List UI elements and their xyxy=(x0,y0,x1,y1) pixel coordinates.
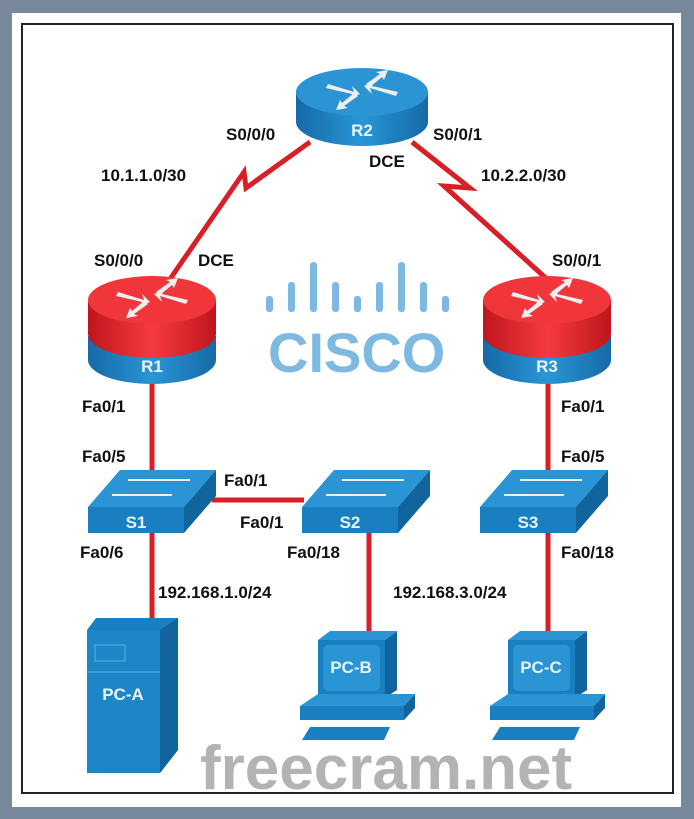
pc-label: PC-C xyxy=(520,658,562,677)
switch-label: S3 xyxy=(518,513,539,532)
router-r1[interactable]: R1 xyxy=(88,276,216,384)
r1-s000-label: S0/0/0 xyxy=(94,251,143,270)
r1-dce-label: DCE xyxy=(198,251,234,270)
s2-fa01-label: Fa0/1 xyxy=(240,513,283,532)
switch-s3[interactable]: S3 xyxy=(480,470,608,533)
r3-s001-label: S0/0/1 xyxy=(552,251,601,270)
pc-label: PC-A xyxy=(102,685,144,704)
s3-fa018-label: Fa0/18 xyxy=(561,543,614,562)
s3-fa05-label: Fa0/5 xyxy=(561,447,604,466)
switch-s1[interactable]: S1 xyxy=(88,470,216,533)
pc-b[interactable]: PC-B xyxy=(300,631,415,740)
s2-fa018-label: Fa0/18 xyxy=(287,543,340,562)
switch-label: S2 xyxy=(340,513,361,532)
switch-label: S1 xyxy=(126,513,147,532)
pc-label: PC-B xyxy=(330,658,372,677)
r2-s001-label: S0/0/1 xyxy=(433,125,482,144)
network-lan1-label: 192.168.1.0/24 xyxy=(158,583,272,602)
serial-link-r1-r2 xyxy=(165,139,312,284)
network-lan3-label: 192.168.3.0/24 xyxy=(393,583,507,602)
watermark-text: freecram.net xyxy=(200,734,572,803)
pc-c[interactable]: PC-C xyxy=(490,631,605,740)
s1-fa05-label: Fa0/5 xyxy=(82,447,125,466)
s1-fa01-label: Fa0/1 xyxy=(224,471,267,490)
svg-text:CISCO: CISCO xyxy=(268,321,445,384)
r2-s000-label: S0/0/0 xyxy=(226,125,275,144)
network-r2-r3-label: 10.2.2.0/30 xyxy=(481,166,566,185)
diagram-frame xyxy=(21,23,674,794)
router-r3[interactable]: R3 xyxy=(483,276,611,384)
network-r1-r2-label: 10.1.1.0/30 xyxy=(101,166,186,185)
pc-a[interactable]: PC-A xyxy=(87,618,178,773)
r3-fa01-label: Fa0/1 xyxy=(561,397,604,416)
router-label: R2 xyxy=(351,121,373,140)
r1-fa01-label: Fa0/1 xyxy=(82,397,125,416)
router-r2[interactable]: R2 xyxy=(296,68,428,146)
s1-fa06-label: Fa0/6 xyxy=(80,543,123,562)
cisco-logo-watermark: CISCO xyxy=(266,262,449,384)
r2-dce-label: DCE xyxy=(369,152,405,171)
serial-link-r2-r3 xyxy=(410,140,550,282)
switch-s2[interactable]: S2 xyxy=(302,470,430,533)
router-label: R3 xyxy=(536,357,558,376)
router-label: R1 xyxy=(141,357,163,376)
